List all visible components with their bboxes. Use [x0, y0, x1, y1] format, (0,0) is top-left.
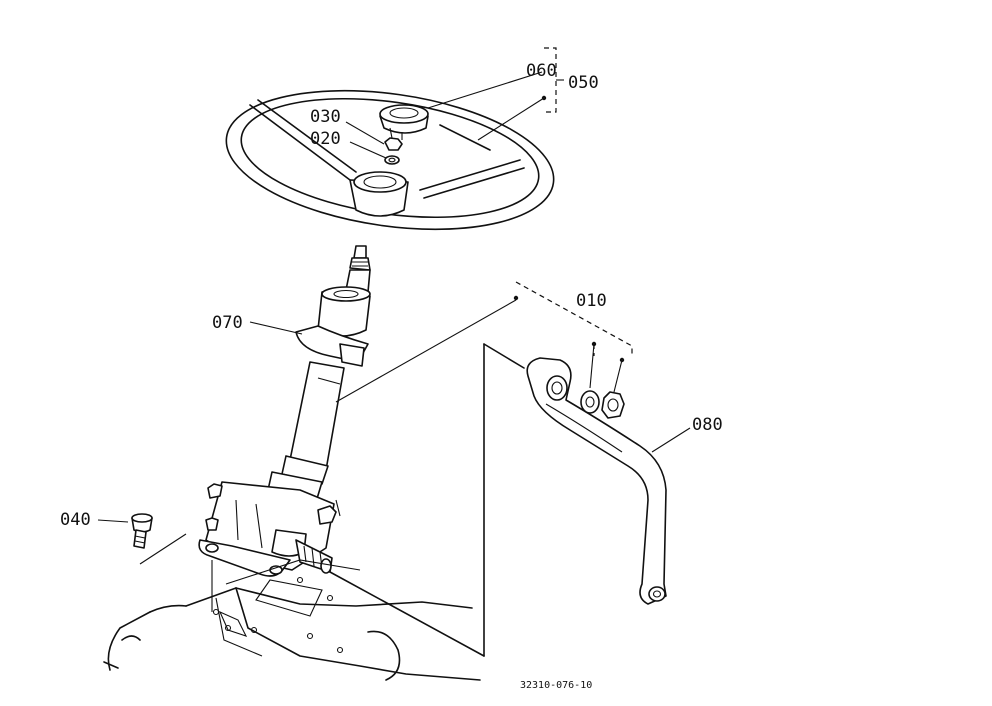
tractor-frame: [103, 559, 481, 681]
label-020: 020: [310, 129, 341, 149]
label-070: 070: [212, 313, 243, 333]
label-050: 050: [568, 73, 599, 93]
reference-code: 32310-076-10: [520, 680, 592, 691]
label-010: 010: [576, 291, 607, 311]
steering-gearbox: [198, 481, 337, 577]
lock-washer: [580, 390, 600, 414]
leader-lines: [97, 71, 691, 657]
bolt-part: [131, 513, 153, 549]
hex-nut: [601, 391, 625, 419]
label-030: 030: [310, 107, 341, 127]
pitman-arm: [526, 357, 667, 605]
nut-part: [384, 137, 403, 165]
horn-cap: [379, 104, 429, 140]
label-060: 060: [526, 61, 557, 81]
group-bracket-010: [513, 281, 633, 393]
group-bracket-050: [541, 47, 564, 113]
label-040: 040: [60, 510, 91, 530]
label-080: 080: [692, 415, 723, 435]
steering-column: [267, 245, 371, 503]
